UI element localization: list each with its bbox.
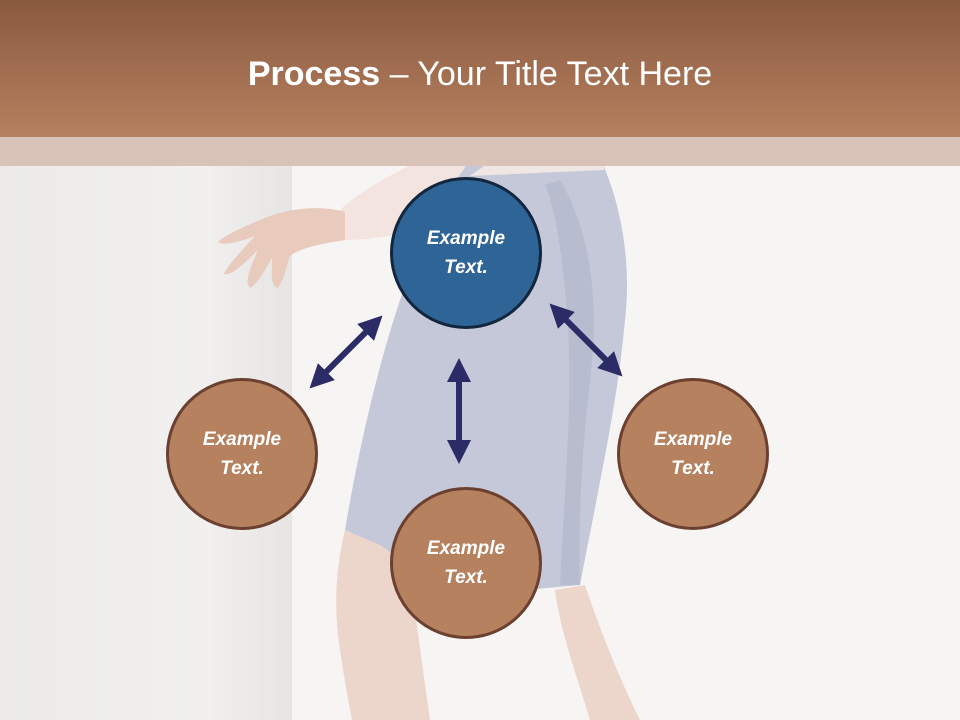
node-right-label: Example Text. — [653, 429, 733, 479]
title-underline-band — [0, 137, 960, 166]
node-left-label: Example Text. — [202, 429, 282, 479]
process-node-right[interactable]: Example Text. — [617, 378, 769, 530]
arrow-top-left — [309, 315, 383, 389]
process-node-left[interactable]: Example Text. — [166, 378, 318, 530]
title-rest: – Your Title Text Here — [380, 55, 713, 93]
title-bold: Process — [247, 55, 381, 93]
process-node-bottom[interactable]: Example Text. — [390, 487, 542, 639]
arrow-top-right — [549, 303, 623, 377]
process-node-center[interactable]: Example Text. — [390, 177, 542, 329]
slide-title: Process – Your Title Text Here — [0, 52, 960, 96]
node-bottom-label: Example Text. — [426, 538, 506, 588]
node-center-label: Example Text. — [426, 228, 506, 278]
title-bar: Process – Your Title Text Here — [0, 0, 960, 137]
